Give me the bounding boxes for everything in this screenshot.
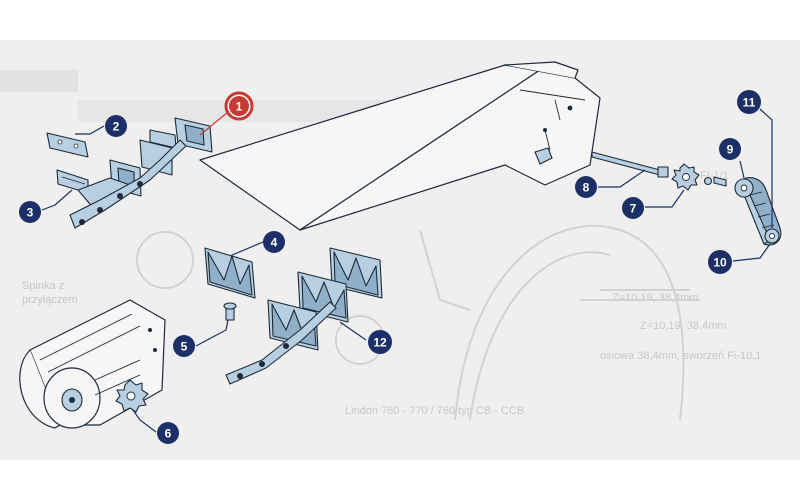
- plate-part-2: [46, 132, 89, 158]
- background-spec-text: Z=10,19, 38,4mm: [640, 320, 727, 332]
- leader-lines: [41, 108, 773, 433]
- background-row-label: przyłączem: [22, 294, 78, 306]
- svg-text:12: 12: [373, 336, 387, 350]
- wheel-part-10: [764, 228, 780, 244]
- background-row-label: Spinka z: [22, 280, 65, 292]
- background-footer-text: Lindon 780 - 770 / 760 typ CB - CCB: [345, 405, 525, 417]
- bolt-part-5: [223, 302, 237, 321]
- background-spec-text: osiowa 38,4mm, sworzeń Fi-10,1: [600, 350, 762, 362]
- svg-text:11: 11: [743, 96, 756, 110]
- callout-badge-5: 5: [173, 335, 195, 357]
- callout-badges: 1 2 3 4 5 6 7: [19, 90, 761, 444]
- svg-text:6: 6: [165, 427, 172, 441]
- conveyor-arm: [199, 61, 601, 231]
- scraper-part-4: [204, 247, 256, 299]
- svg-text:7: 7: [630, 202, 637, 216]
- link-chain-part-1: [69, 117, 213, 229]
- svg-text:9: 9: [727, 143, 734, 157]
- scraper-chain-part-12: [225, 247, 383, 385]
- shaft-part-8: [591, 151, 669, 178]
- svg-text:2: 2: [113, 120, 120, 134]
- callout-badge-1: 1: [224, 91, 254, 121]
- callout-badge-6: 6: [157, 422, 179, 444]
- svg-text:5: 5: [181, 340, 188, 354]
- callout-badge-8: 8: [575, 176, 597, 198]
- svg-text:1: 1: [236, 100, 243, 114]
- callout-badge-9: 9: [719, 138, 741, 160]
- svg-text:10: 10: [713, 256, 727, 270]
- sprocket-part-6: [115, 379, 149, 413]
- callout-badge-3: 3: [19, 201, 41, 223]
- callout-badge-2: 2: [105, 115, 127, 137]
- svg-text:8: 8: [583, 181, 590, 195]
- drive-housing: [19, 299, 166, 429]
- callout-badge-12: 12: [368, 330, 392, 354]
- callout-badge-11: 11: [737, 90, 761, 114]
- sprocket-part-7: [671, 163, 727, 191]
- callout-badge-10: 10: [708, 250, 732, 274]
- wheel-part-9: [734, 178, 754, 198]
- svg-text:3: 3: [27, 206, 34, 220]
- svg-text:4: 4: [271, 236, 278, 250]
- callout-badge-4: 4: [263, 231, 285, 253]
- callout-badge-7: 7: [622, 197, 644, 219]
